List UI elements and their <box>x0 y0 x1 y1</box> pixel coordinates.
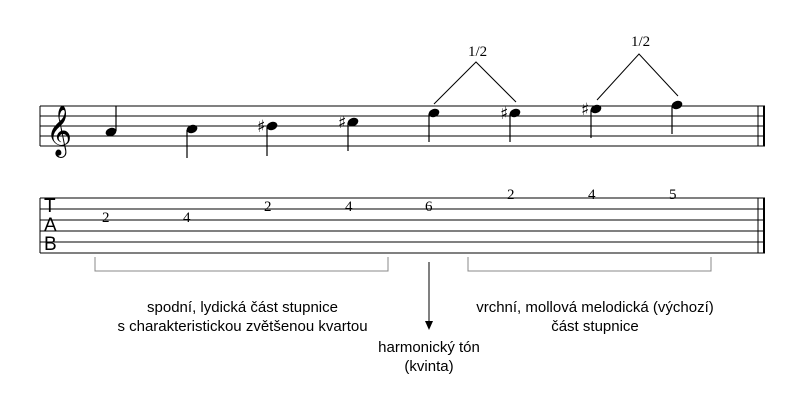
tab-number: 5 <box>669 187 677 203</box>
semitone-label: 1/2 <box>631 34 650 50</box>
note-5 <box>428 108 440 142</box>
semitone-marker: 1/2 <box>433 44 517 105</box>
tab-number: 4 <box>588 187 596 203</box>
standard-staff <box>39 105 765 147</box>
treble-clef-icon: 𝄞 <box>46 105 72 158</box>
sharp-icon: ♯ <box>500 104 508 124</box>
upper-part-caption: vrchní, mollová melodická (výchozí) část… <box>455 298 735 336</box>
note-8 <box>667 100 687 134</box>
sharp-icon: ♯ <box>581 100 589 120</box>
sharp-icon: ♯ <box>257 117 265 137</box>
semitone-marker: 1/2 <box>596 34 679 101</box>
tab-number: 4 <box>345 199 353 215</box>
note-4: ♯ <box>338 113 359 151</box>
upper-part-bracket <box>467 257 712 272</box>
caption-line: s charakteristickou zvětšenou kvartou <box>117 318 368 335</box>
sharp-icon: ♯ <box>338 113 346 133</box>
tab-number: 2 <box>507 187 515 203</box>
lower-part-bracket <box>94 257 389 272</box>
tab-number: 2 <box>264 199 272 215</box>
tab-letter-b: B <box>44 234 57 255</box>
note-3: ♯ <box>257 117 278 156</box>
harmonic-tone-caption: harmonický tón (kvinta) <box>364 338 494 376</box>
harmonic-tone-arrow <box>425 262 433 330</box>
caption-line: část stupnice <box>551 318 639 335</box>
caption-line: harmonický tón <box>378 339 480 356</box>
tab-letter-a: A <box>44 215 57 236</box>
tab-number: 2 <box>102 210 110 226</box>
caption-line: (kvinta) <box>404 358 454 375</box>
note-6: ♯ <box>500 104 521 142</box>
note-2 <box>186 124 198 158</box>
semitone-label: 1/2 <box>468 44 487 60</box>
note-1 <box>105 106 117 137</box>
note-7: ♯ <box>581 100 602 138</box>
lower-part-caption: spodní, lydická část stupnice s charakte… <box>90 298 395 336</box>
tab-number: 6 <box>425 199 433 215</box>
tab-number: 4 <box>183 210 191 226</box>
tab-staff <box>39 197 765 254</box>
caption-line: vrchní, mollová melodická (výchozí) <box>476 299 714 316</box>
tab-letter-t: T <box>44 196 56 217</box>
caption-line: spodní, lydická část stupnice <box>147 299 338 316</box>
